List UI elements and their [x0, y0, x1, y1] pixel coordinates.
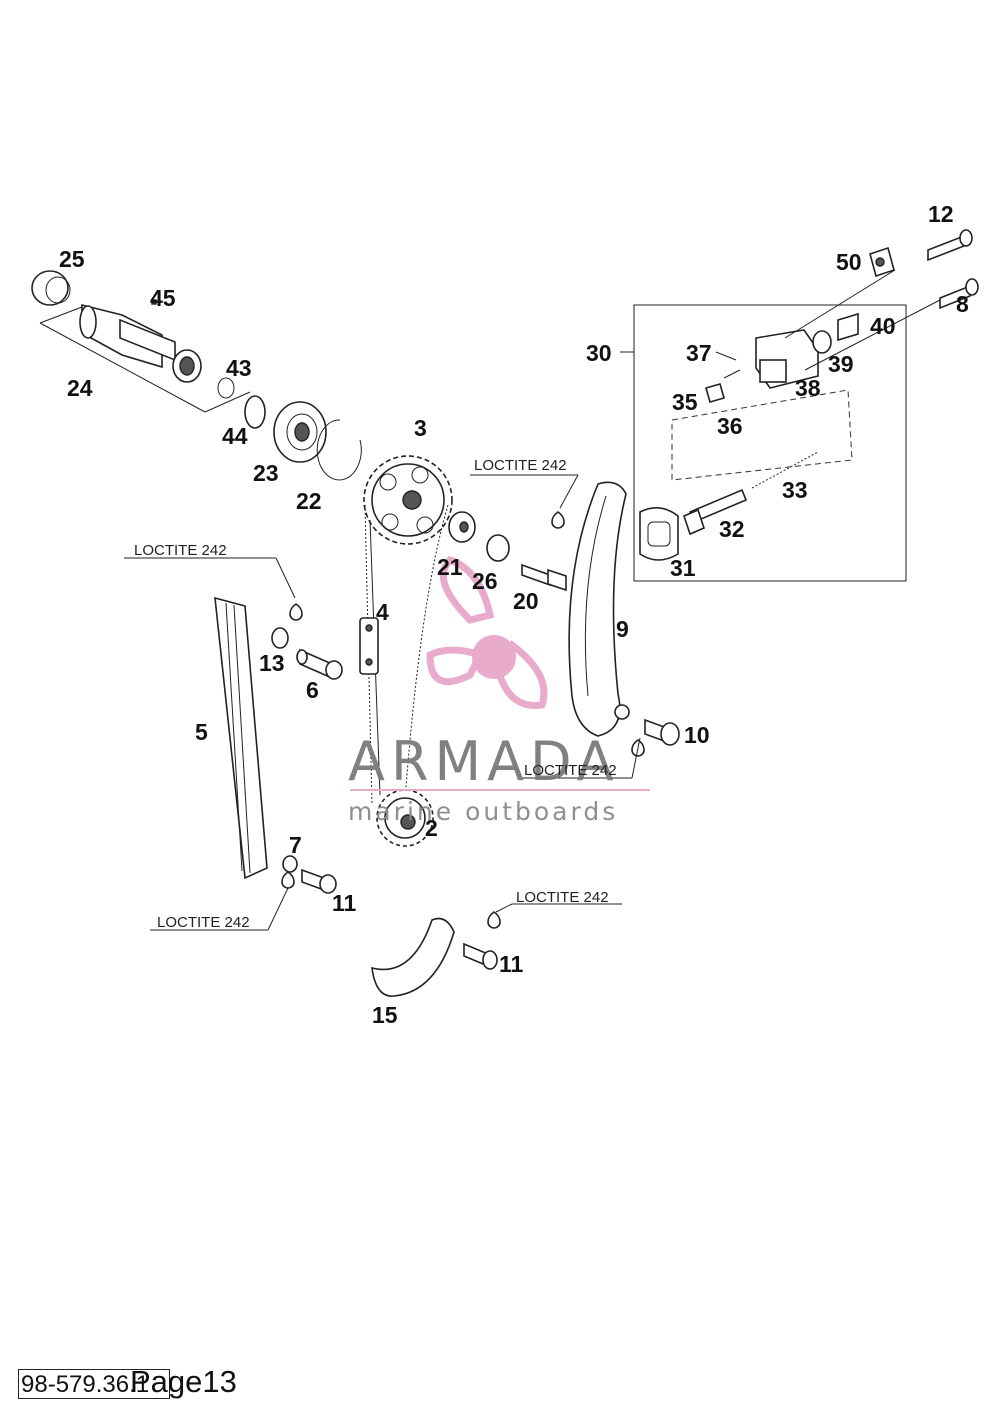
- label-11-left: 11: [332, 890, 357, 916]
- part-code-box: 98-579.36.1: [18, 1369, 170, 1399]
- label-33: 33: [782, 477, 808, 503]
- chain-guide-5: [214, 596, 268, 880]
- loctite-drops: [281, 511, 645, 929]
- camshaft-assembly: [39, 299, 266, 429]
- label-22: 22: [296, 488, 322, 514]
- label-7: 7: [289, 832, 302, 858]
- lock-washer-26: [486, 534, 510, 562]
- tensioner-rail-9: [568, 481, 630, 737]
- label-35: 35: [672, 389, 698, 415]
- loctite-note-3: LOCTITE 242: [524, 762, 617, 779]
- bolt-10: [644, 718, 680, 746]
- label-4: 4: [376, 599, 389, 625]
- label-13: 13: [259, 650, 285, 676]
- label-38: 38: [795, 375, 821, 401]
- label-43: 43: [226, 355, 252, 381]
- label-44: 44: [222, 423, 248, 449]
- label-6: 6: [306, 677, 319, 703]
- watermark-tagline: marine outboards: [348, 797, 618, 826]
- bolt-11-left: [301, 868, 337, 894]
- label-30: 30: [586, 340, 612, 366]
- loctite-note-5: LOCTITE 242: [516, 889, 609, 906]
- label-20: 20: [513, 588, 539, 614]
- label-45: 45: [150, 285, 176, 311]
- label-25: 25: [59, 246, 85, 272]
- bolt-8: [939, 278, 979, 310]
- loctite-note-2: LOCTITE 242: [474, 457, 567, 474]
- label-31: 31: [670, 555, 696, 581]
- pin-6: [296, 648, 343, 680]
- label-36: 36: [717, 413, 743, 439]
- label-8: 8: [956, 291, 969, 317]
- label-10: 10: [684, 722, 710, 748]
- loctite-leaders: [124, 474, 641, 931]
- label-3: 3: [414, 415, 427, 441]
- page-number: Page13: [130, 1364, 237, 1399]
- label-50: 50: [836, 249, 862, 275]
- washer-21: [448, 511, 476, 543]
- label-39: 39: [828, 351, 854, 377]
- washer-7: [282, 855, 298, 873]
- label-40: 40: [870, 313, 896, 339]
- part-number-labels: 2 3 4 5 6 7 8 9 10 11 11 12 13 15 20 21 …: [59, 201, 969, 1028]
- label-32: 32: [719, 516, 745, 542]
- loctite-note-4: LOCTITE 242: [157, 914, 250, 931]
- chain-link-4: [359, 617, 379, 675]
- label-2: 2: [425, 815, 438, 841]
- chain-guide-15: [371, 917, 455, 997]
- bolt-12: [927, 229, 973, 262]
- label-26: 26: [472, 568, 498, 594]
- label-37: 37: [686, 340, 712, 366]
- propeller-logo-icon: [426, 555, 548, 709]
- label-11-right: 11: [499, 951, 524, 977]
- label-24: 24: [67, 375, 93, 401]
- watermark-brand: ARMADA: [348, 730, 620, 793]
- label-15: 15: [372, 1002, 398, 1028]
- label-21: 21: [437, 554, 463, 580]
- label-23: 23: [253, 460, 279, 486]
- label-12: 12: [928, 201, 954, 227]
- bearing-25: [31, 270, 71, 306]
- label-5: 5: [195, 719, 208, 745]
- loctite-notes: LOCTITE 242 LOCTITE 242 LOCTITE 242 LOCT…: [134, 457, 617, 931]
- tensioner-group-30: [620, 304, 907, 582]
- camshaft-sprocket-3: [363, 455, 453, 545]
- armada-watermark: ARMADA marine outboards: [348, 555, 650, 826]
- bracket-50: [869, 246, 895, 278]
- bolt-11-right: [463, 942, 498, 970]
- loctite-note-1: LOCTITE 242: [134, 542, 227, 559]
- label-9: 9: [616, 616, 629, 642]
- crank-sprocket-2: [376, 789, 434, 847]
- ball-bearing-23: [273, 401, 327, 463]
- bolt-20: [521, 563, 567, 592]
- bushing-13: [271, 627, 289, 649]
- circlip-22: [316, 419, 362, 481]
